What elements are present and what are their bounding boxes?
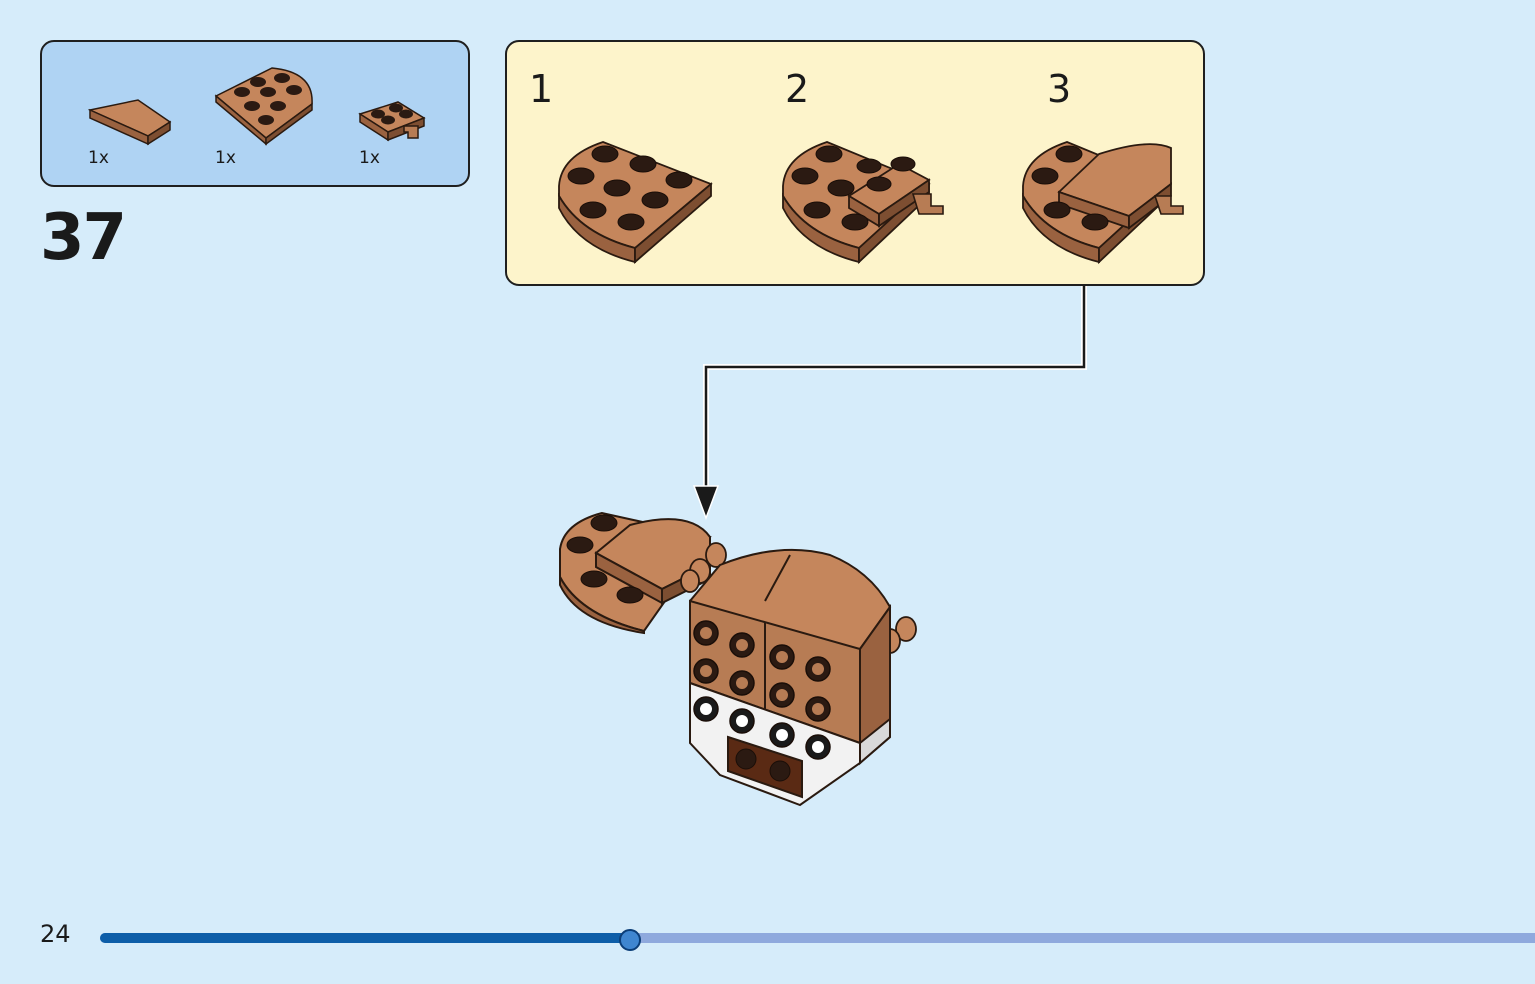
bird-model-illustration	[559, 511, 917, 807]
substep-1-illustration	[558, 141, 713, 264]
substep-number: 3	[1047, 67, 1072, 111]
progress-fill	[100, 933, 630, 943]
substep-2-illustration	[782, 141, 944, 265]
step-number: 37	[40, 201, 127, 275]
round-corner-plate-icon	[214, 67, 313, 146]
subassembly-callout: 1 2 3	[505, 40, 1205, 286]
part-quantity: 1x	[215, 148, 236, 168]
progress-track	[100, 933, 1535, 943]
clip-plate-icon	[358, 101, 426, 142]
page-number: 24	[40, 920, 71, 948]
substep-number: 2	[785, 67, 810, 111]
substep-3-illustration	[1022, 141, 1184, 265]
part-quantity: 1x	[359, 148, 380, 168]
part-quantity: 1x	[88, 148, 109, 168]
substep-number: 1	[529, 67, 554, 111]
parts-list-callout: 1x 1x 1x	[40, 40, 470, 187]
curved-slope-plate-icon	[88, 99, 172, 146]
progress-marker	[619, 929, 641, 951]
